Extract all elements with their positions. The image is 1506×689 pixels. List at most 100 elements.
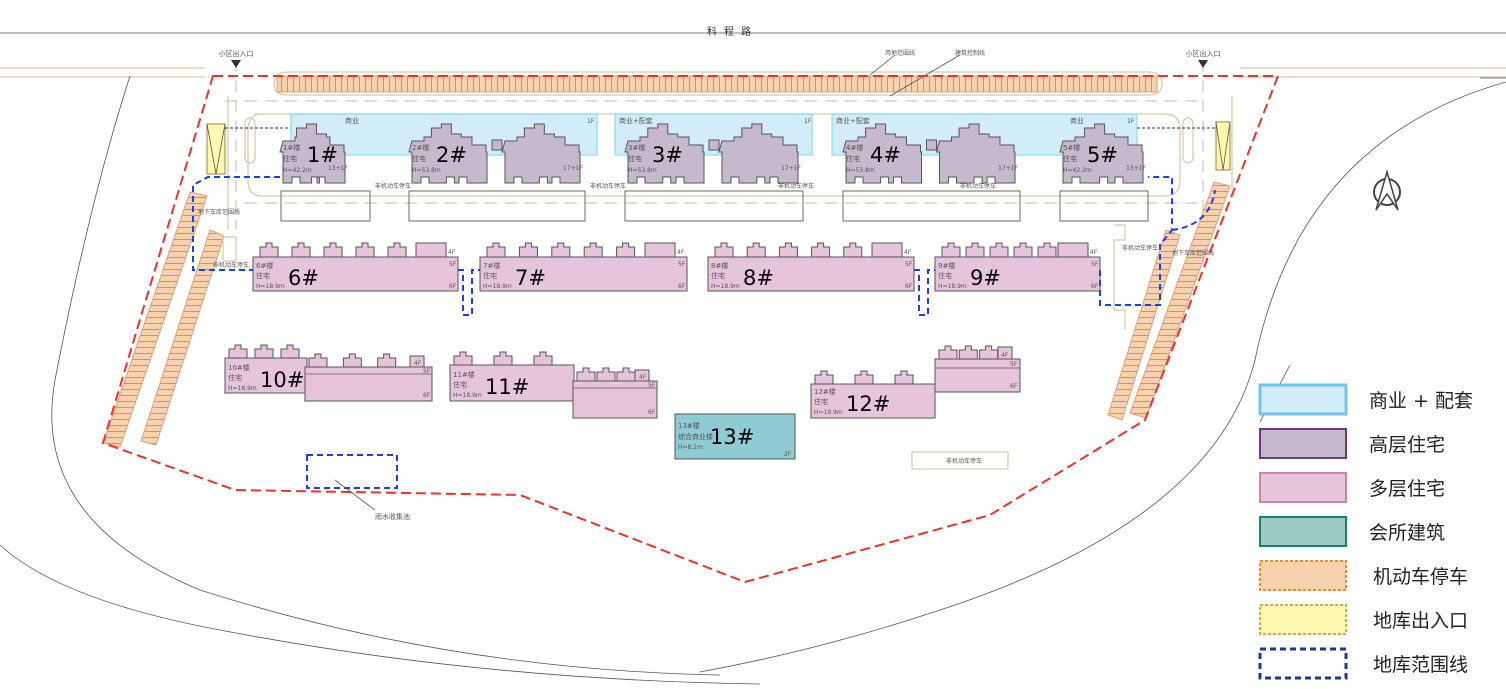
nonmotor-label: 非机动车停车 bbox=[375, 182, 411, 190]
legend-swatch bbox=[1258, 647, 1348, 680]
floor-label: 13+1F bbox=[1126, 165, 1146, 172]
building-13[interactable]: 13#楼 综合商业楼 H=8.2m 13# 2F bbox=[674, 413, 796, 460]
building-control-annotation: 建筑控制线 bbox=[955, 49, 985, 57]
site-boundary-line bbox=[101, 75, 1280, 584]
floor-label: 4F bbox=[904, 249, 912, 256]
building-name: 10#楼 bbox=[228, 363, 250, 372]
building-height: H=53.8m bbox=[412, 167, 441, 174]
basement-boundary-annotation: 地下车库范围线 bbox=[1172, 249, 1214, 257]
parking-strip-right-inner bbox=[1107, 229, 1181, 421]
legend-item: 地库出入口 bbox=[1259, 604, 1468, 635]
legend-label: 会所建筑 bbox=[1369, 522, 1445, 544]
island bbox=[244, 117, 256, 164]
building-use: 住宅 bbox=[453, 380, 467, 389]
parking-strip-left-outer bbox=[102, 191, 208, 448]
building-name: 6#楼 bbox=[256, 261, 273, 270]
building-use: 住宅 bbox=[228, 373, 242, 382]
building-number: 13# bbox=[710, 425, 754, 449]
commercial-label: 商业 bbox=[345, 116, 359, 125]
building-height: H=42.2m bbox=[1063, 167, 1092, 174]
arrow-down-icon bbox=[1198, 60, 1208, 68]
legend-item: 机动车停车 bbox=[1259, 560, 1468, 591]
building-name: 1#楼 bbox=[283, 143, 300, 152]
road-name: 科 程 路 bbox=[707, 25, 753, 38]
building-number: 1# bbox=[307, 143, 338, 167]
building-name: 12#楼 bbox=[814, 387, 836, 396]
site-boundary-annotation: 用地范围线 bbox=[885, 49, 915, 57]
legend-item: 多层住宅 bbox=[1259, 472, 1445, 503]
legend-item: 会所建筑 bbox=[1259, 516, 1445, 547]
building-name: 2#楼 bbox=[412, 143, 429, 152]
floor-label: 6F bbox=[449, 283, 457, 290]
nonmotor-label: 非机动车停车 bbox=[946, 457, 982, 465]
floor-label: 17+1F bbox=[781, 165, 801, 172]
floor-label: 1F bbox=[587, 118, 595, 125]
building-name: 5#楼 bbox=[1063, 143, 1080, 152]
entrance-label: 小区出入口 bbox=[219, 49, 254, 58]
legend-swatch bbox=[1259, 516, 1347, 547]
building-use: 住宅 bbox=[814, 397, 828, 406]
basement-boundary-annotation: 地下车库范围线 bbox=[198, 208, 240, 216]
nonmotor-label: 非机动车停车 bbox=[960, 182, 996, 190]
building-use: 住宅 bbox=[846, 154, 860, 163]
floor-label: 5F bbox=[1091, 261, 1099, 268]
nonmotor-label: 非机动车停车 bbox=[213, 261, 249, 269]
entrance-left: 小区出入口 bbox=[219, 49, 254, 68]
building-name: 7#楼 bbox=[483, 261, 500, 270]
building-name: 13#楼 bbox=[678, 421, 700, 430]
legend-label: 地库范围线 bbox=[1373, 654, 1468, 676]
floor-label: 6F bbox=[1010, 383, 1018, 390]
building-use: 综合商业楼 bbox=[678, 432, 713, 441]
building-number: 8# bbox=[743, 266, 774, 290]
floor-label: 6F bbox=[905, 283, 913, 290]
legend-item: 商业 + 配套 bbox=[1258, 383, 1473, 416]
floor-label: 17+1F bbox=[563, 165, 583, 172]
north-compass-icon bbox=[1373, 169, 1401, 211]
floor-label: 4F bbox=[1001, 352, 1009, 359]
floor-label: 6F bbox=[648, 409, 656, 416]
building-height: H=18.9m bbox=[453, 392, 482, 399]
entrance-label: 小区出入口 bbox=[1186, 49, 1221, 58]
building-use: 住宅 bbox=[483, 271, 497, 280]
road-lines bbox=[0, 32, 1506, 685]
basement-boundary-line bbox=[192, 176, 1216, 316]
building-name: 9#楼 bbox=[938, 261, 955, 270]
commercial-label: 商业 bbox=[1070, 116, 1084, 125]
nonmotor-parking-row: 非机动车停车 非机动车停车 非机动车停车 非机动车停车 非机动车停车 非机动车停… bbox=[213, 182, 1158, 470]
basement-ramp-left bbox=[206, 123, 226, 175]
floor-label: 1F bbox=[1127, 118, 1135, 125]
floor-label: 5F bbox=[423, 368, 431, 375]
legend-label: 高层住宅 bbox=[1369, 434, 1445, 456]
floor-label: 5F bbox=[648, 382, 656, 389]
building-height: H=18.9m bbox=[228, 385, 257, 392]
floor-label: 6F bbox=[1091, 283, 1099, 290]
building-name: 4#楼 bbox=[846, 143, 863, 152]
building-use: 住宅 bbox=[628, 154, 642, 163]
building-height: H=18.9m bbox=[483, 283, 512, 290]
building-name: 8#楼 bbox=[711, 261, 728, 270]
nonmotor-label: 非机动车停车 bbox=[590, 182, 626, 190]
building-height: H=18.9m bbox=[814, 409, 843, 416]
floor-label: 1F bbox=[804, 118, 812, 125]
floor-label: 13+1F bbox=[328, 165, 348, 172]
building-use: 住宅 bbox=[938, 271, 952, 280]
nonmotor-label: 非机动车停车 bbox=[1122, 244, 1158, 252]
legend-swatch bbox=[1259, 472, 1347, 503]
building-number: 11# bbox=[485, 375, 529, 399]
island bbox=[1182, 117, 1194, 164]
floor-label: 6F bbox=[423, 392, 431, 399]
